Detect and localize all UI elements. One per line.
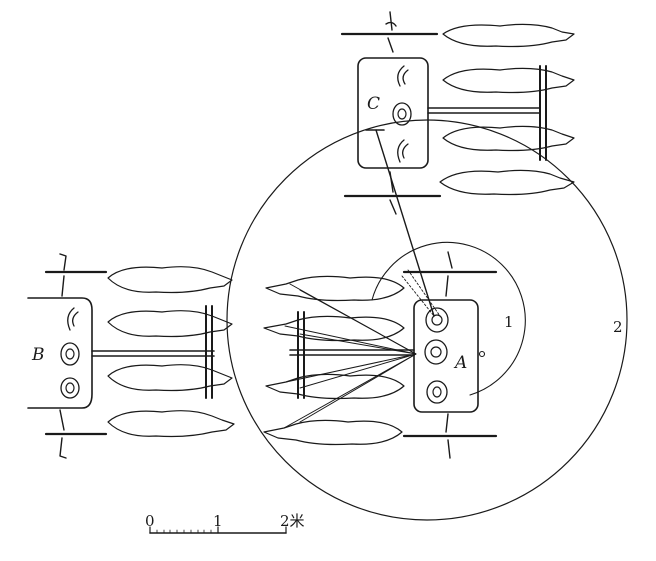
scale-bar: 0 1 2米 xyxy=(145,512,305,534)
occupant-icon xyxy=(60,377,80,399)
horse-icon xyxy=(107,266,233,294)
chariot-b xyxy=(27,253,235,459)
occupant-icon xyxy=(67,307,79,331)
occupant-icon xyxy=(426,380,448,404)
range-arc-1 xyxy=(371,241,526,396)
scale-tick-1: 1 xyxy=(213,512,223,530)
horse-icon xyxy=(439,169,575,196)
scale-tick-0: 0 xyxy=(145,512,155,530)
label-radius-2: 2 xyxy=(613,318,623,336)
horse-icon xyxy=(265,373,405,400)
chariot-b-body xyxy=(27,297,93,409)
attack-lines xyxy=(283,129,441,429)
horse-icon xyxy=(442,125,575,152)
chariot-a-body xyxy=(413,299,479,413)
occupant-icon xyxy=(424,339,448,365)
label-radius-1: 1 xyxy=(504,313,514,331)
chariot-c xyxy=(340,11,575,215)
label-chariot-b: B xyxy=(31,345,45,365)
label-chariot-a: A xyxy=(453,353,467,373)
occupant-icon xyxy=(392,102,412,126)
horse-icon xyxy=(263,419,403,446)
horse-icon xyxy=(265,275,405,302)
horse-icon xyxy=(263,315,405,342)
horse-icon xyxy=(107,310,233,338)
occupant-icon xyxy=(397,65,409,87)
occupant-icon xyxy=(425,307,449,333)
horse-icon xyxy=(107,410,235,438)
scale-tick-2: 2米 xyxy=(280,512,305,530)
range-circle-2 xyxy=(226,119,628,521)
horse-icon xyxy=(442,23,575,48)
horse-icon xyxy=(107,364,233,392)
horse-icon xyxy=(442,67,575,94)
label-chariot-c: C xyxy=(367,94,380,114)
occupant-icon xyxy=(397,139,409,163)
occupant-icon xyxy=(60,342,80,366)
